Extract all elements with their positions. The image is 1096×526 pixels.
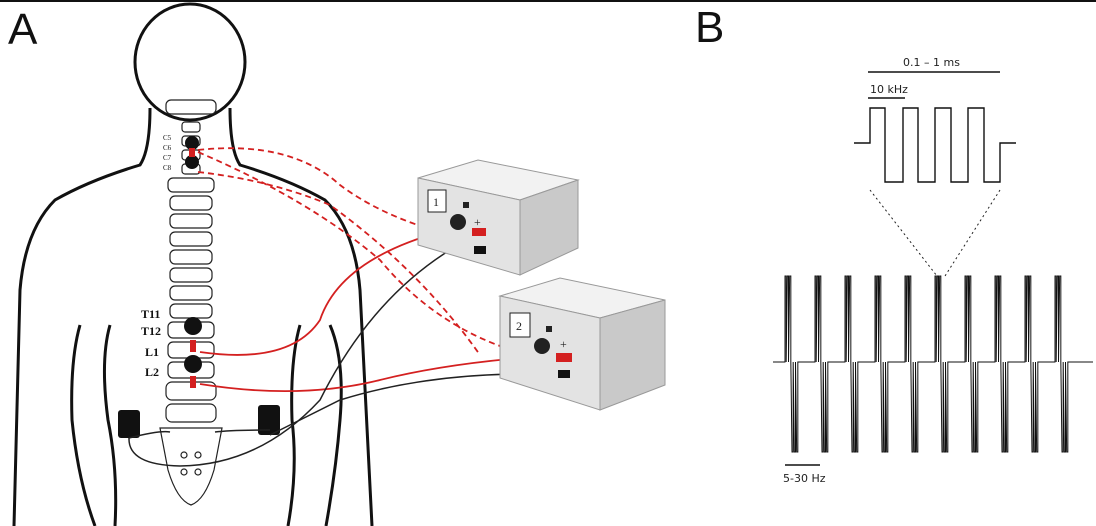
electrode-cervical-upper [185,136,199,150]
panel-label-a: A [8,5,38,54]
vertebra-label-l2: L2 [145,365,159,379]
stimulator-2: 2 + [498,277,666,411]
pulse-width-label: 0.1 – 1 ms [903,56,960,69]
body-outline [12,2,374,526]
panel-label-b: B [695,3,725,52]
cervical-label: C6 [163,144,172,152]
carrier-scale: 10 kHz [868,83,908,99]
vertebra-label-l1: L1 [145,345,159,359]
cervical-label: C5 [163,134,172,142]
stimulator-1-number: 1 [433,195,439,209]
black-wires [128,249,521,467]
burst-train [773,275,1093,453]
burst-waveform [773,275,1093,453]
ground-pads [118,405,280,438]
burst-freq-scale: 5-30 Hz [783,464,826,485]
ground-pad-left [118,410,140,438]
stimulator-1: 1 + [417,159,580,276]
stimulator-2-number: 2 [516,319,522,333]
vertebra-labels: T11 T12 L1 L2 [141,307,161,379]
stimulator-1-polarity: + [474,215,481,229]
cervical-label: C7 [163,154,172,162]
vertebra-label-t12: T12 [141,324,161,338]
electrode-cervical-lower [185,155,199,169]
electrode-l1-l2 [184,355,202,373]
electrode-connectors [189,148,196,388]
pulse-width-scale: 0.1 – 1 ms [868,56,1000,73]
zoom-guides [869,189,1001,277]
lumbar-red-wires [199,231,521,393]
electrode-t11-t12 [184,317,202,335]
vertebra-label-t11: T11 [141,307,160,321]
carrier-freq-label: 10 kHz [870,83,908,96]
cervical-wires [197,147,501,356]
stimulator-2-polarity: + [560,337,567,351]
carrier-waveform [854,107,1016,183]
cervical-labels: C5 C6 C7 C8 [163,134,172,172]
burst-freq-label: 5-30 Hz [783,472,826,485]
top-border [0,0,1096,2]
spinal-electrodes [184,136,202,373]
ground-pad-right [258,405,280,435]
cervical-label: C8 [163,164,172,172]
